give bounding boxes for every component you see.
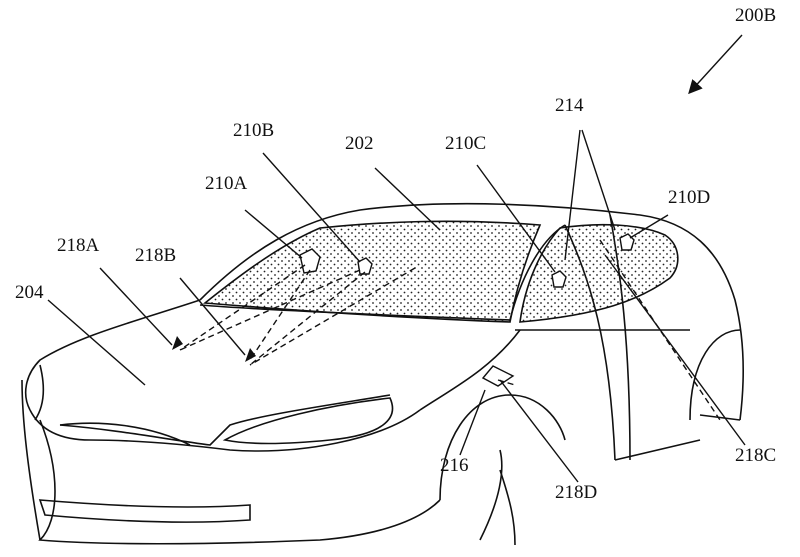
windshield [202, 220, 542, 323]
side-window [519, 223, 679, 323]
front-logo-line [59, 422, 191, 446]
front-wheel-arch [439, 394, 566, 501]
grille [38, 499, 251, 523]
label-216: 216 [440, 455, 469, 476]
label-210a: 210A [205, 173, 248, 194]
label-218b: 218B [135, 245, 177, 266]
label-218c: 218C [735, 445, 777, 466]
label-210c: 210C [445, 133, 487, 154]
car-roof-line [199, 202, 745, 421]
car-hood [24, 299, 201, 411]
car-front [29, 409, 421, 452]
rear-wheel-arch [689, 329, 741, 421]
label-204: 204 [15, 282, 44, 303]
label-202: 202 [345, 133, 374, 154]
side-mirror [481, 365, 515, 387]
label-210d: 210D [668, 187, 711, 208]
label-218a: 218A [57, 235, 100, 256]
label-214: 214 [555, 95, 584, 116]
sensor-210c [551, 270, 567, 288]
sensor-210b [357, 257, 373, 275]
sensor-210a [299, 248, 321, 274]
label-218d: 218D [555, 482, 598, 503]
headlight [222, 397, 394, 445]
figure-id-label: 200B [735, 5, 777, 26]
label-210b: 210B [233, 120, 275, 141]
